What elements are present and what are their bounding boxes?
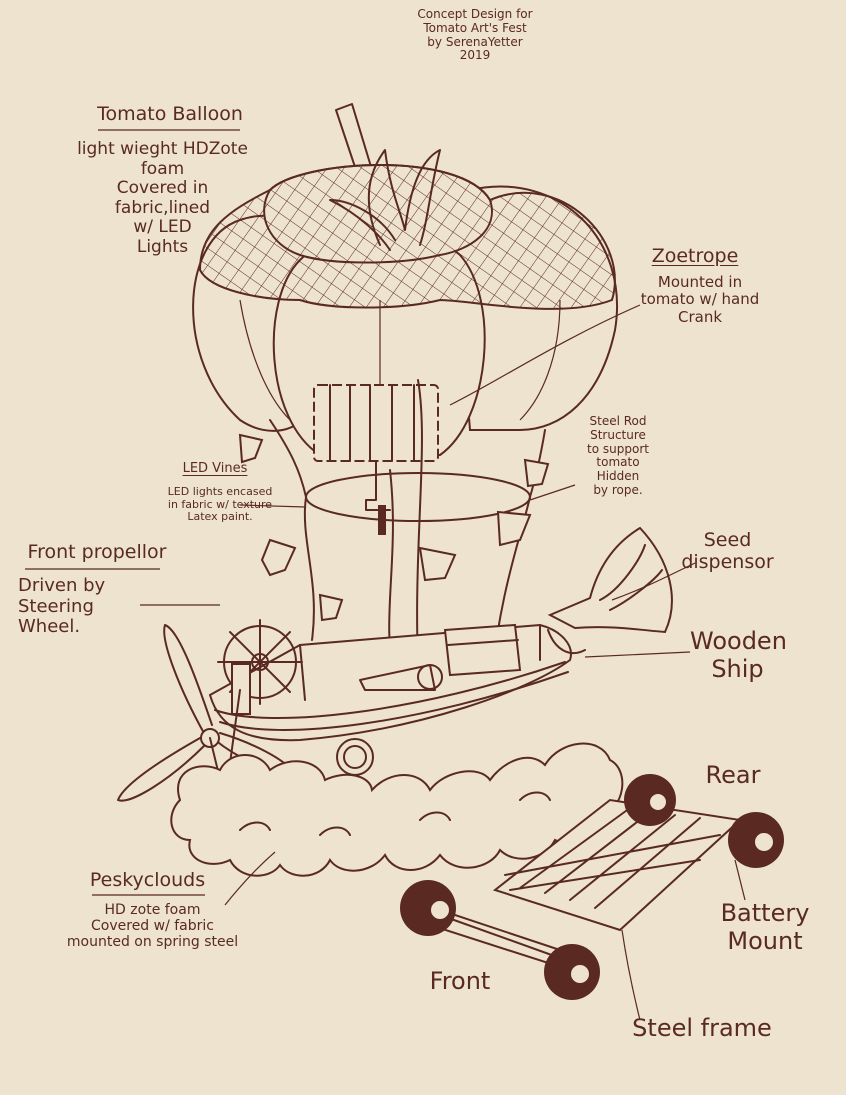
vine-leaf <box>418 546 457 582</box>
chest <box>443 623 522 677</box>
wheel-rear-left <box>624 774 676 826</box>
rear-label: Rear <box>705 761 761 789</box>
zoetrope-text: Mounted in tomato w/ hand Crank <box>640 273 760 326</box>
led-vines-heading: LED Vines <box>182 461 248 476</box>
vine-leaf <box>318 593 344 622</box>
steel-rod-note: Steel Rod Structure to support tomato Hi… <box>587 414 649 497</box>
zoetrope-heading: Zoetrope <box>651 245 739 267</box>
tomato-balloon-heading: Tomato Balloon <box>97 103 243 125</box>
zoetrope-drum <box>313 384 439 462</box>
wheel-front-right <box>544 944 600 1000</box>
steel-frame-label: Steel frame <box>632 1014 772 1042</box>
wooden-ship-label: Wooden Ship <box>690 627 787 683</box>
zoetrope-crank <box>365 460 391 511</box>
led-vines-text: LED lights encased in fabric w/ texture … <box>167 485 273 524</box>
pesky-clouds-text: HD zote foam Covered w/ fabric mounted o… <box>66 902 239 951</box>
vine-leaf <box>260 538 297 577</box>
tomato-balloon <box>192 103 618 535</box>
support-ring-and-ropes <box>238 379 550 701</box>
vine-leaf <box>238 433 264 464</box>
title-note: Concept Design for Tomato Art's Fest by … <box>417 7 533 63</box>
vine-leaf <box>496 510 532 547</box>
vine-leaf <box>523 458 550 488</box>
porthole <box>336 738 374 776</box>
wooden-ship <box>208 526 673 776</box>
pesky-clouds <box>170 742 624 877</box>
front-propellor-heading: Front propellor <box>27 541 167 563</box>
battery-mount-label: Battery Mount <box>720 899 810 955</box>
tomato-balloon-text: light wieght HDZote foam Covered in fabr… <box>77 139 248 257</box>
tomato-leaves <box>329 149 441 251</box>
steel-frame-cart <box>400 774 784 1000</box>
pesky-clouds-heading: Peskyclouds <box>89 869 206 891</box>
balloon-net <box>198 164 616 310</box>
steering-wheel <box>217 619 303 705</box>
seed-dispensor-label: Seed dispensor <box>681 529 774 573</box>
front-label: Front <box>429 967 491 995</box>
callout-lines <box>25 129 746 1021</box>
telescope <box>359 664 443 691</box>
wheel-rear-right <box>728 812 784 868</box>
seed-dispensor-horn <box>547 526 673 655</box>
wheel-front-left <box>400 880 456 936</box>
front-propellor-text: Driven by Steering Wheel. <box>18 575 106 638</box>
